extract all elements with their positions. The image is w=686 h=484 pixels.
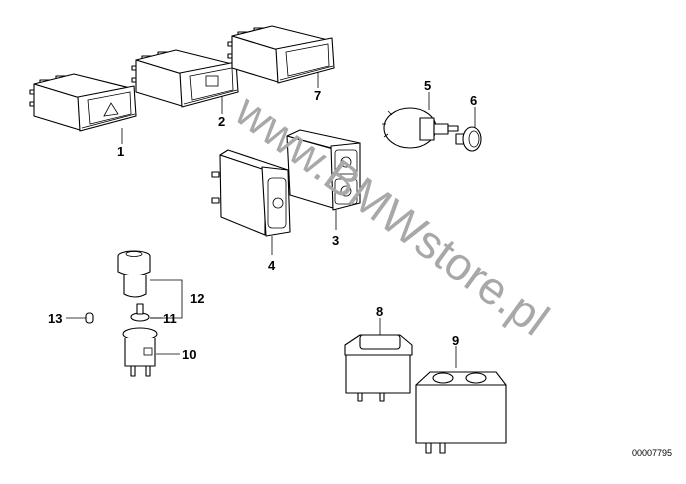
diagram-code: 00007795	[632, 448, 672, 458]
part-label-9[interactable]: 9	[452, 333, 459, 348]
dimmer-icon	[340, 185, 352, 197]
part-8-relay[interactable]	[344, 334, 413, 402]
leader-lines	[66, 72, 476, 368]
part-label-6[interactable]: 6	[470, 93, 477, 108]
part-13-bulb[interactable]	[85, 312, 94, 324]
part-5-rotary-switch[interactable]	[382, 107, 459, 149]
light-icon	[272, 197, 284, 209]
part-2-defroster-switch[interactable]	[131, 49, 239, 108]
part-label-7[interactable]: 7	[314, 88, 321, 103]
part-label-12[interactable]: 12	[190, 291, 204, 306]
part-label-1[interactable]: 1	[117, 144, 124, 159]
part-10-lighter-socket[interactable]	[122, 327, 158, 377]
defroster-icon	[205, 75, 219, 87]
part-label-8[interactable]: 8	[376, 304, 383, 319]
part-11-bulb-holder[interactable]	[130, 303, 150, 322]
part-label-13[interactable]: 13	[48, 311, 62, 326]
part-label-10[interactable]: 10	[182, 347, 196, 362]
part-4-single-switch[interactable]	[211, 149, 291, 237]
part-label-3[interactable]: 3	[332, 233, 339, 248]
hazard-triangle-icon	[103, 102, 119, 117]
part-label-4[interactable]: 4	[268, 258, 276, 273]
part-6-knob[interactable]	[455, 126, 482, 152]
part-9-relay-indicators[interactable]	[415, 371, 507, 454]
part-3-double-switch[interactable]	[286, 129, 361, 211]
part-label-5[interactable]: 5	[424, 78, 431, 93]
part-12-cigarette-lighter[interactable]	[117, 250, 151, 298]
part-label-2[interactable]: 2	[218, 114, 225, 129]
part-1-hazard-switch[interactable]	[29, 73, 137, 132]
part-label-11[interactable]: 11	[163, 311, 177, 326]
light-icon	[340, 156, 352, 168]
